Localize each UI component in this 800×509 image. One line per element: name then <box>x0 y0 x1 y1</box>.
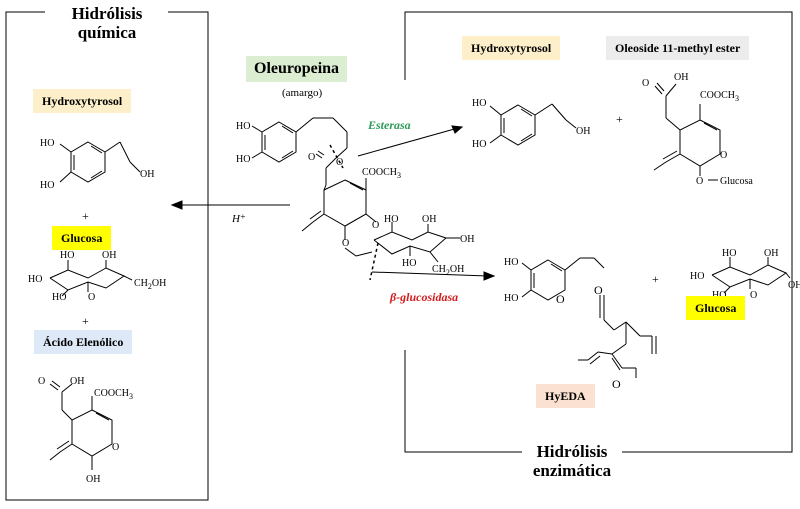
atom-label: OH <box>70 376 84 387</box>
atom-label: OH <box>576 126 590 137</box>
acido-elenolico-label: Ácido Elenólico <box>34 330 133 354</box>
atom-label: CH2OH <box>134 278 166 291</box>
atom-label: OH <box>674 72 688 83</box>
atom-label: O <box>336 157 343 168</box>
right-glucosa-label: Glucosa <box>686 296 746 320</box>
left-hydroxytyrosol-label: Hydroxytyrosol <box>33 89 132 113</box>
atom-label: HO <box>402 258 416 269</box>
atom-label: O <box>38 376 45 387</box>
amargo-note: (amargo) <box>282 87 323 99</box>
left-panel-frame <box>5 11 209 501</box>
right-title-line1: Hidrólisis <box>536 442 608 461</box>
atom-label: OH <box>460 234 474 245</box>
left-panel-title: Hidrólisis química <box>52 4 162 42</box>
left-glucosa-label: Glucosa <box>52 226 112 250</box>
right-panel-frame <box>404 11 793 453</box>
oh-tail: OH <box>152 278 166 289</box>
atom-label: O <box>594 283 603 297</box>
subscript: 2 <box>148 282 152 291</box>
atom-label: HO <box>236 121 250 132</box>
atom-label: O <box>750 290 757 301</box>
subscript: 3 <box>735 94 739 103</box>
atom-label: OH <box>788 280 800 291</box>
atom-label: HO <box>722 248 736 259</box>
oleuropeina-label: Oleuropeina <box>246 56 348 82</box>
hyeda-label: HyEDA <box>536 384 595 408</box>
atom-label: HO <box>40 180 54 191</box>
atom-label: HO <box>52 292 66 303</box>
h-plus-label: H⁺ <box>232 213 246 225</box>
atom-label: OH <box>140 169 154 180</box>
atom-label: HO <box>236 154 250 165</box>
atom-label: HO <box>28 274 42 285</box>
arrows <box>170 125 496 281</box>
oleoside-structure <box>653 82 721 181</box>
left-glucose-structure <box>49 260 133 297</box>
atom-label: O <box>556 292 565 306</box>
atom-label: O <box>372 220 379 231</box>
glucosidasa-label: β-glucosidasa <box>390 290 459 304</box>
subscript: 2 <box>446 268 450 277</box>
left-hydroxytyrosol-structure <box>59 141 141 183</box>
right-panel-title: Hidrólisis enzimática <box>522 442 622 480</box>
atom-label: HO <box>690 271 704 282</box>
atom-label: HO <box>60 250 74 261</box>
right-hydroxytyrosol-structure <box>489 103 577 146</box>
plus-sign: + <box>82 314 89 328</box>
left-title-line2: química <box>77 23 137 42</box>
atom-label: O <box>642 78 649 89</box>
plus-sign: + <box>616 112 623 126</box>
plus-sign: + <box>82 209 89 223</box>
right-glucose-structure <box>711 257 791 294</box>
subscript: 3 <box>397 171 401 180</box>
right-title-line2: enzimática <box>532 461 612 480</box>
atom-label: HO <box>712 290 726 301</box>
atom-label: COOCH3 <box>94 388 133 401</box>
atom-label: COOCH3 <box>362 167 401 180</box>
atom-label: OH <box>102 250 116 261</box>
hyeda-structure <box>521 257 657 378</box>
oleoside-label: Oleoside 11-methyl ester <box>606 36 750 60</box>
atom-label: HO <box>40 138 54 149</box>
atom-label: Glucosa <box>720 176 753 187</box>
atom-label: O <box>720 150 727 161</box>
atom-label: O <box>112 442 119 453</box>
atom-label: OH <box>422 214 436 225</box>
atom-label: O <box>342 238 349 249</box>
atom-label: OH <box>86 474 100 485</box>
left-title-line1: Hidrólisis <box>71 4 143 23</box>
atom-label: O <box>612 377 621 391</box>
atom-label: O <box>696 176 703 187</box>
oh-tail: OH <box>450 264 464 275</box>
atom-label: HO <box>472 139 486 150</box>
atom-label: HO <box>504 257 518 268</box>
atom-label: OH <box>764 248 778 259</box>
atom-label: HO <box>472 98 486 109</box>
atom-label: HO <box>384 214 398 225</box>
right-hydroxytyrosol-label: Hydroxytyrosol <box>462 36 561 60</box>
subscript: 3 <box>129 392 133 401</box>
atom-label: O <box>88 292 95 303</box>
oleuropein-structure <box>251 117 460 281</box>
atom-label: CH2OH <box>432 264 464 277</box>
atom-label: COOCH3 <box>700 90 739 103</box>
esterasa-label: Esterasa <box>368 118 411 132</box>
plus-sign: + <box>652 272 659 286</box>
atom-label: O <box>308 152 315 163</box>
atom-label: HO <box>504 293 518 304</box>
elenolic-acid-structure <box>49 380 113 470</box>
